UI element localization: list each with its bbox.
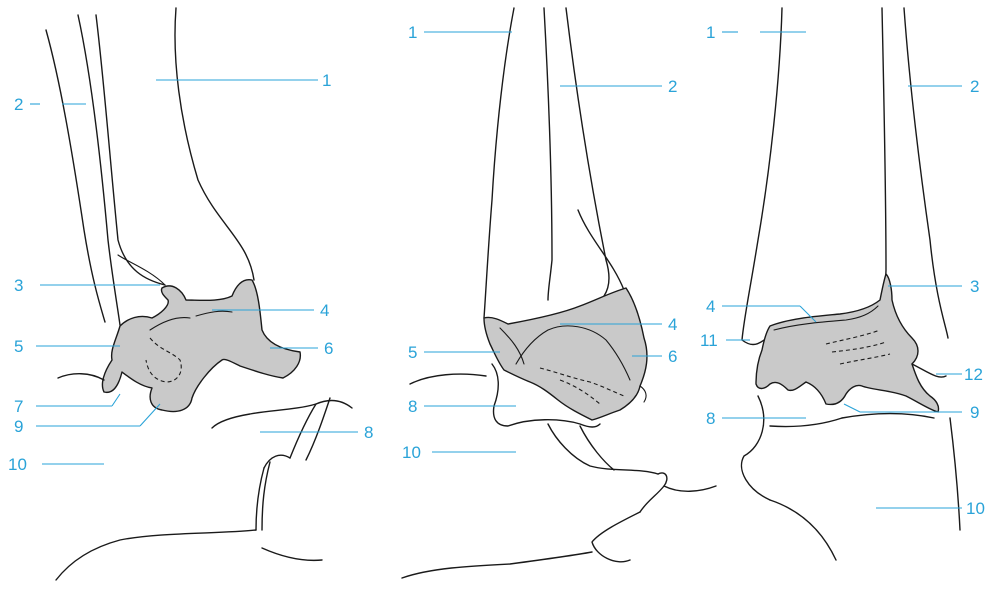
label-2: 2 [14,95,23,114]
tibia-outline [742,8,782,340]
tibia-outline [882,8,886,296]
tibia-outline [544,8,552,300]
label-10: 10 [8,455,27,474]
label-8: 8 [706,409,715,428]
fracture-fragment [484,288,647,420]
calcaneus-outline [640,473,667,512]
tibia-outline [578,210,624,290]
calcaneus-outline [770,500,836,560]
label-8: 8 [408,397,417,416]
label-5: 5 [408,343,417,362]
talus-outline [306,398,330,460]
talus-outline [912,364,946,377]
talus-outline [58,374,104,380]
calcaneus-outline [402,552,592,578]
label-7: 7 [14,397,23,416]
label-3: 3 [14,276,23,295]
label-10: 10 [402,443,421,462]
label-6: 6 [324,339,333,358]
calcaneus-outline [56,530,256,580]
fracture-line [640,386,646,402]
fracture-fragment [102,280,300,412]
panel-oblique-view [46,8,352,580]
fibula-outline [46,30,105,322]
talus-outline [264,455,290,468]
label-4: 4 [668,315,677,334]
talus-outline [212,401,352,428]
panel-lateral-view [742,8,960,560]
talus-outline [742,396,770,500]
calcaneus-outline [950,418,960,530]
talus-outline [290,404,316,458]
label-5: 5 [14,337,23,356]
label-11: 11 [700,331,718,350]
label-6: 6 [668,347,677,366]
fibula-outline [484,8,514,318]
label-9: 9 [970,403,979,422]
calcaneus-outline [592,512,640,562]
talus-outline [410,374,486,384]
tibia-outline [175,8,254,280]
calcaneus-outline [548,424,658,474]
fibula-outline [78,15,120,325]
fibula-outline [904,8,948,338]
label-4: 4 [320,301,329,320]
label-2: 2 [668,77,677,96]
calcaneus-outline [664,486,716,491]
label-4: 4 [706,297,715,316]
fracture-fragment [756,274,939,412]
label-8: 8 [364,423,373,442]
label-9: 9 [14,417,23,436]
talus-outline [770,418,842,427]
callout-labels: 1 2 3 4 5 6 7 8 9 10 1 2 4 5 6 8 10 [8,23,985,518]
tibia-outline [118,255,165,285]
talus-outline [742,340,764,345]
label-3: 3 [970,277,979,296]
label-1: 1 [706,23,715,42]
label-1: 1 [322,71,331,90]
fibula-outline [96,15,165,285]
label-10: 10 [966,499,985,518]
label-1: 1 [408,23,417,42]
label-2: 2 [970,77,979,96]
talus-outline [842,414,934,419]
label-12: 12 [964,365,983,384]
calcaneus-outline [262,548,322,560]
